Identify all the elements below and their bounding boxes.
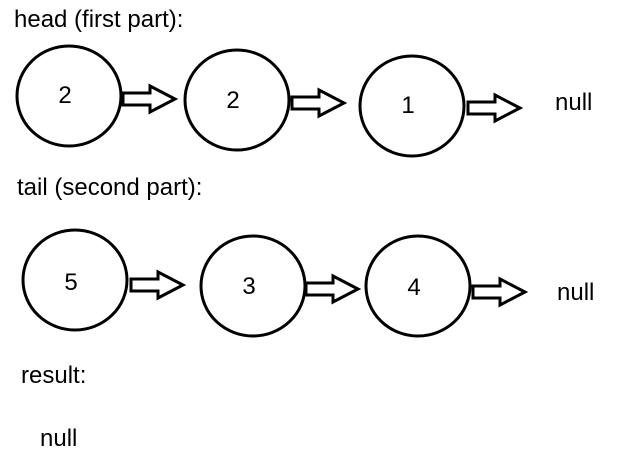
result-null-value: null — [40, 425, 78, 452]
head-title: head (first part): — [14, 6, 184, 33]
tail-null-terminator: null — [557, 279, 594, 306]
tail-title: tail (second part): — [17, 174, 203, 201]
head-node-2 — [183, 48, 291, 152]
head-arrow-3 — [466, 92, 524, 124]
head-node-1 — [15, 44, 123, 148]
head-null-terminator: null — [555, 89, 592, 116]
tail-arrow-2 — [304, 273, 362, 305]
tail-node-2-value: 3 — [242, 273, 255, 300]
head-node-3 — [358, 54, 466, 158]
result-title: result: — [21, 362, 87, 389]
head-node-3-value: 1 — [401, 92, 414, 119]
head-node-2-value: 2 — [226, 87, 239, 114]
tail-arrow-3 — [471, 276, 529, 308]
tail-node-1-value: 5 — [64, 269, 77, 296]
head-arrow-2 — [290, 87, 348, 119]
head-node-1-value: 2 — [58, 82, 71, 109]
head-arrow-1 — [121, 83, 179, 115]
tail-arrow-1 — [129, 269, 187, 301]
tail-node-3 — [364, 234, 472, 338]
tail-node-3-value: 4 — [407, 274, 420, 301]
tail-node-1 — [21, 228, 129, 332]
